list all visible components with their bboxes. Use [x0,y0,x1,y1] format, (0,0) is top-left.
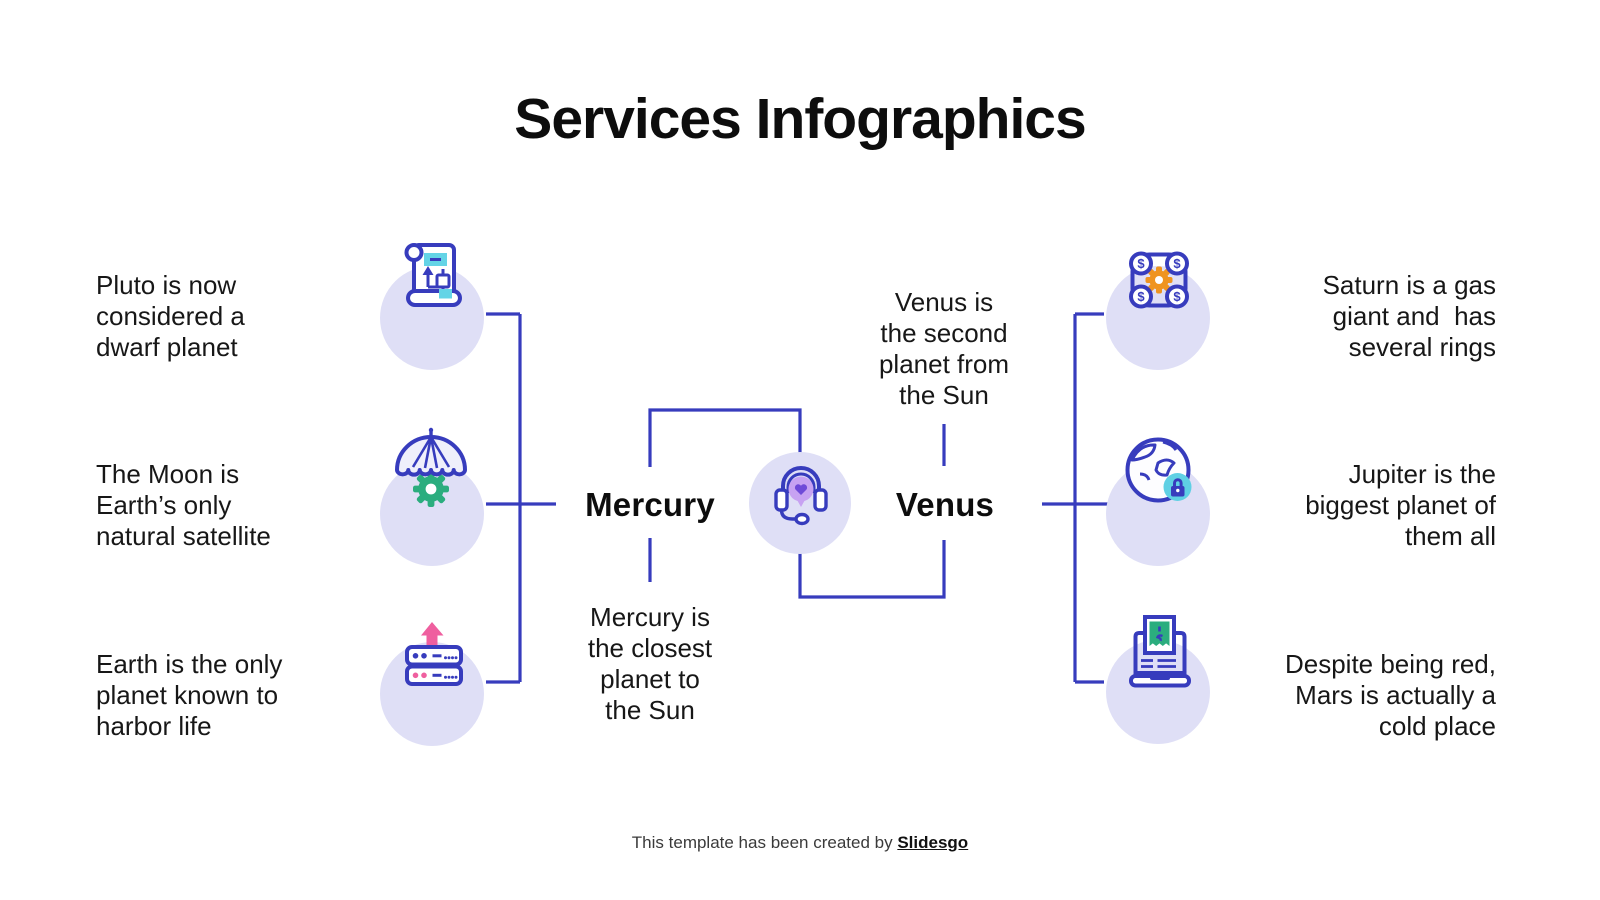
server-upload-icon [405,622,463,686]
earth-text: Earth is the only planet known to harbor… [96,649,283,741]
svg-text:$: $ [1137,256,1145,271]
slidesgo-link[interactable]: Slidesgo [897,833,969,852]
footer-credit: This template has been created by Slides… [0,833,1600,853]
svg-text:$: $ [1173,289,1181,304]
venus-label: Venus [895,486,995,523]
icon-circle-right-3 [1106,640,1210,744]
coins-gear-icon: $ $ $ $ [1129,251,1189,309]
mercury-note: Mercury is the closest planet to the Sun [587,602,713,725]
laptop-money-icon [1129,615,1191,688]
svg-text:$: $ [1137,289,1145,304]
headset-heart-icon [774,466,828,526]
venus-note: Venus is the second planet from the Sun [878,287,1010,410]
umbrella-gear-icon [395,427,467,507]
scroll-flowchart-icon [404,243,462,307]
globe-lock-icon [1125,437,1192,503]
svg-text:$: $ [1173,256,1181,271]
page-title: Services Infographics [514,87,1086,151]
pluto-text: Pluto is now considered a dwarf planet [96,270,245,362]
footer-text: This template has been created by [631,833,898,852]
saturn-text: Saturn is a gas giant and has several ri… [1322,270,1496,362]
jupiter-text: Jupiter is the biggest planet of them al… [1305,459,1496,551]
mercury-label: Mercury [585,486,715,523]
moon-text: The Moon is Earth’s only natural satelli… [96,459,271,551]
mars-text: Despite being red, Mars is actually a co… [1284,649,1496,741]
